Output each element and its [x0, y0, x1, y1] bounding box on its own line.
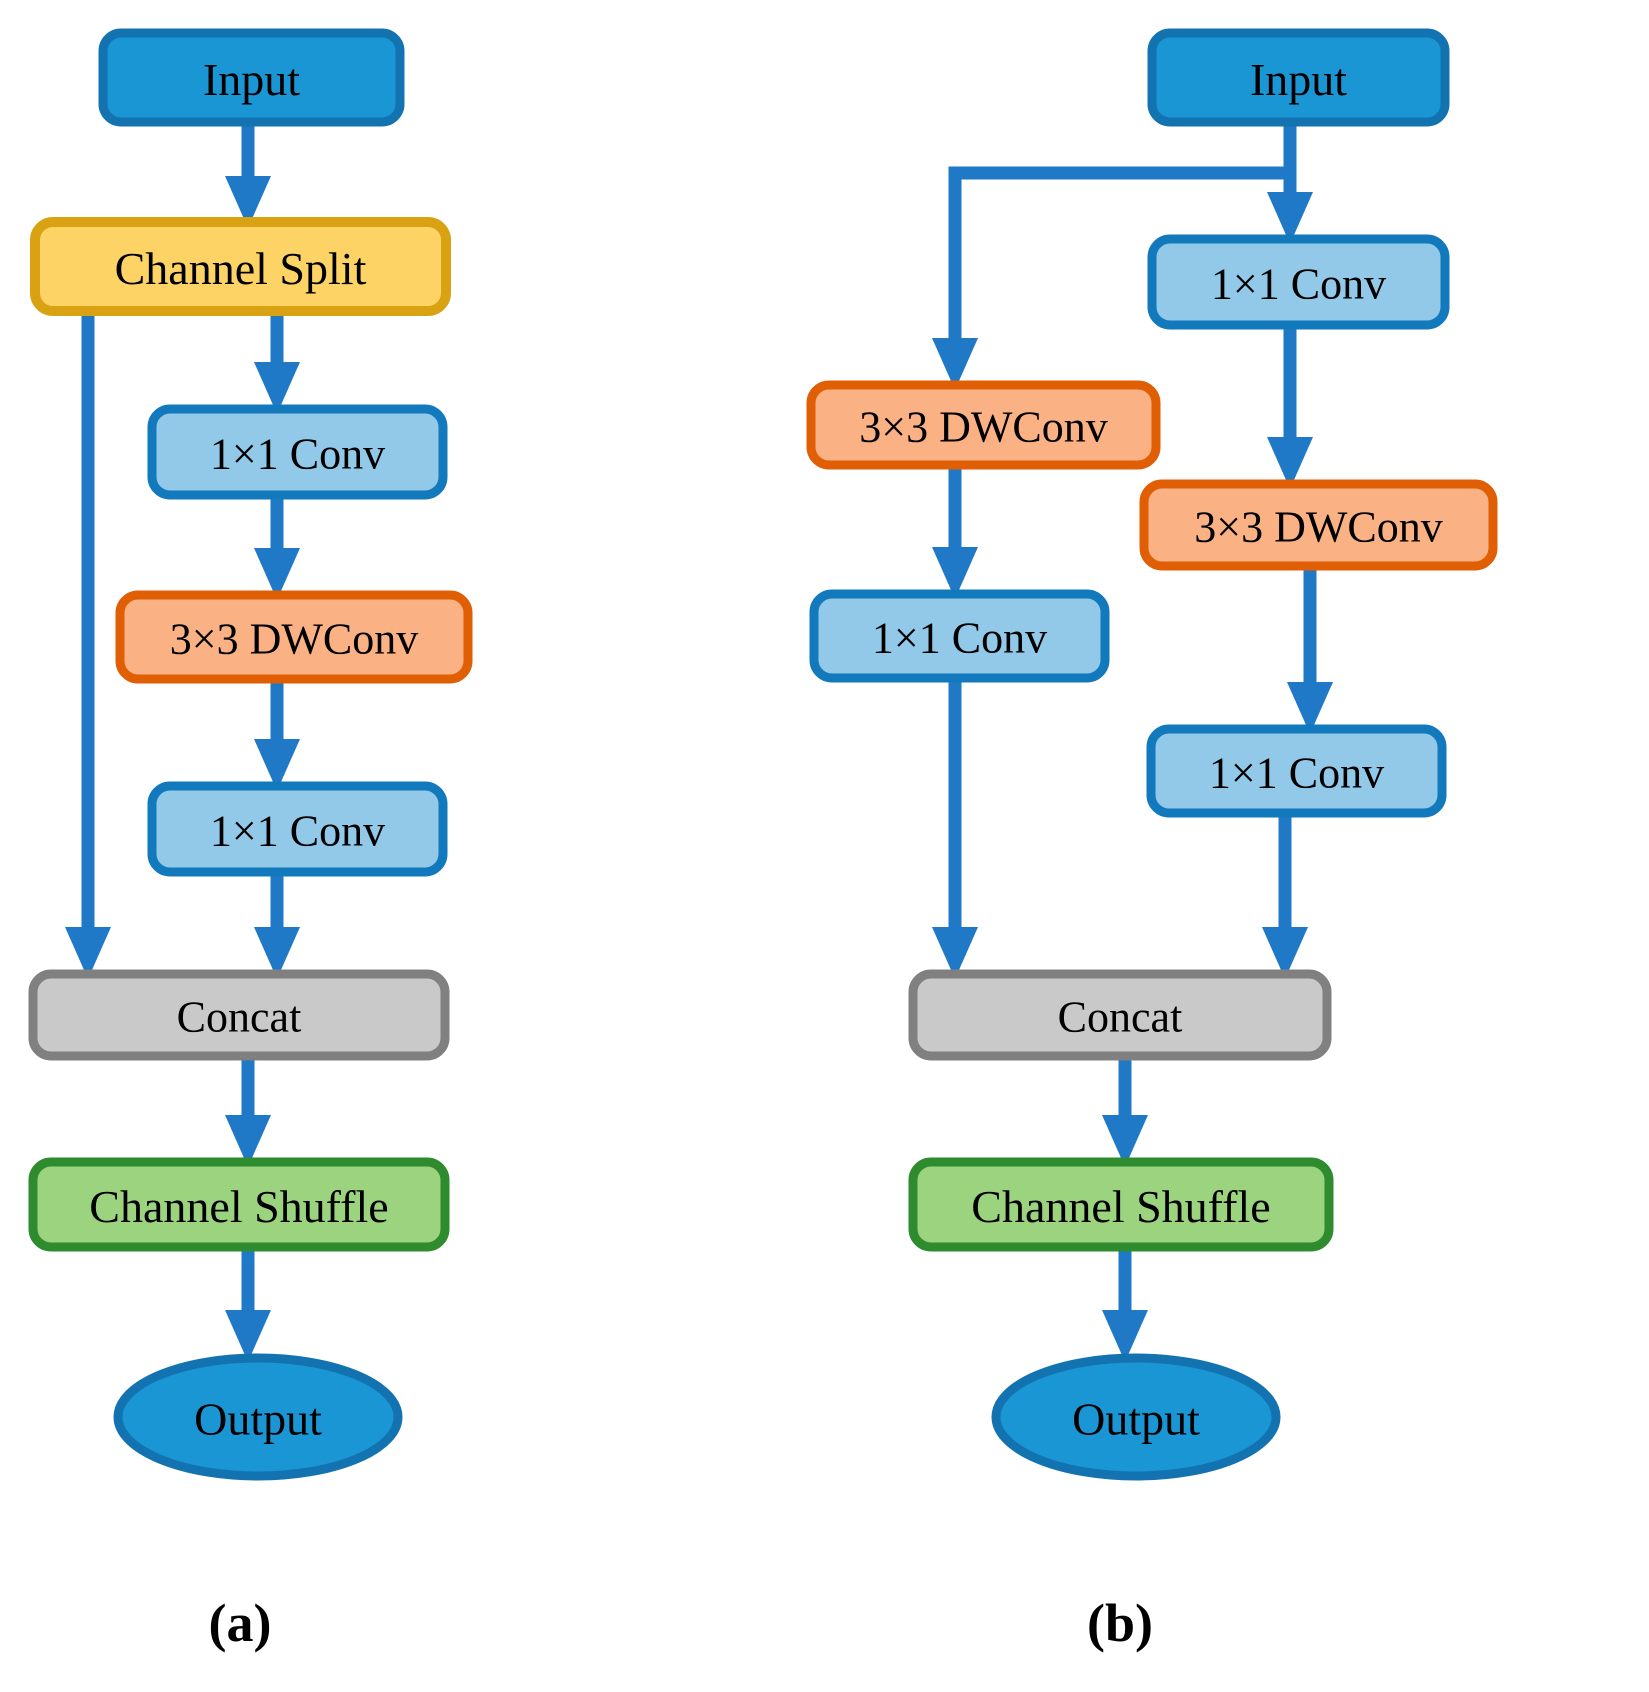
node-label-a-conv1: 1×1 Conv [210, 430, 385, 479]
edge-b-dwconv-r-to-conv-r [1287, 566, 1333, 734]
node-label-b-conv-r: 1×1 Conv [1209, 749, 1384, 798]
node-b-shuffle[interactable]: Channel Shuffle [908, 1157, 1334, 1252]
edge-b-conv0-to-dwconv-r [1267, 325, 1313, 489]
edge-b-conv-l-to-concat [932, 678, 978, 979]
edge-b-dwconv-l-to-conv-l [932, 465, 978, 599]
edge-a-dwconv-to-conv2 [254, 679, 300, 791]
node-label-b-dwconv-l: 3×3 DWConv [859, 403, 1107, 452]
edge-b-input-branch-left [932, 166, 1290, 390]
node-label-a-input: Input [203, 54, 300, 105]
node-label-a-concat: Concat [177, 993, 302, 1042]
node-label-b-conv-l: 1×1 Conv [872, 614, 1047, 663]
node-label-b-dwconv-r: 3×3 DWConv [1194, 503, 1442, 552]
edge-a-split-to-conv1 [254, 311, 300, 414]
node-b-input[interactable]: Input [1147, 28, 1450, 127]
node-b-conv-l[interactable]: 1×1 Conv [809, 589, 1110, 683]
node-label-b-input: Input [1250, 54, 1347, 105]
node-a-concat[interactable]: Concat [28, 969, 450, 1061]
captions-layer: (a) (b) [209, 1593, 1153, 1653]
edge-b-concat-to-shuffle [1102, 1056, 1148, 1167]
edge-a-conv2-to-concat [254, 872, 300, 979]
node-a-conv1[interactable]: 1×1 Conv [147, 404, 448, 500]
edge-a-concat-to-shuffle [225, 1056, 271, 1167]
node-b-dwconv-r[interactable]: 3×3 DWConv [1139, 479, 1498, 571]
node-b-conv0[interactable]: 1×1 Conv [1147, 234, 1450, 330]
panel-caption-b: (b) [1087, 1593, 1153, 1653]
edge-a-conv1-to-dwconv [254, 495, 300, 600]
edges-layer [65, 122, 1333, 1362]
node-label-a-dwconv: 3×3 DWConv [170, 615, 418, 664]
node-b-conv-r[interactable]: 1×1 Conv [1146, 724, 1447, 818]
node-label-a-output: Output [194, 1394, 322, 1445]
node-a-dwconv[interactable]: 3×3 DWConv [115, 590, 473, 684]
edge-b-shuffle-to-output [1102, 1247, 1148, 1362]
node-label-a-split: Channel Split [115, 243, 367, 294]
node-a-shuffle[interactable]: Channel Shuffle [28, 1157, 450, 1252]
node-a-output[interactable]: Output [113, 1353, 403, 1481]
node-a-input[interactable]: Input [98, 28, 405, 127]
node-label-b-concat: Concat [1058, 993, 1183, 1042]
panel-caption-a: (a) [209, 1593, 272, 1653]
edge-a-input-to-split [225, 122, 271, 228]
edge-a-split-skip-to-concat [65, 311, 111, 979]
node-label-b-shuffle: Channel Shuffle [971, 1181, 1270, 1232]
node-b-output[interactable]: Output [991, 1353, 1281, 1481]
node-label-b-conv0: 1×1 Conv [1211, 260, 1386, 309]
edge-a-shuffle-to-output [225, 1247, 271, 1362]
node-a-split[interactable]: Channel Split [30, 217, 451, 316]
node-label-a-conv2: 1×1 Conv [210, 807, 385, 856]
node-label-a-shuffle: Channel Shuffle [89, 1181, 388, 1232]
node-b-dwconv-l[interactable]: 3×3 DWConv [806, 380, 1161, 470]
node-b-concat[interactable]: Concat [908, 969, 1332, 1061]
node-a-conv2[interactable]: 1×1 Conv [147, 781, 448, 877]
node-label-b-output: Output [1072, 1394, 1200, 1445]
edge-b-input-to-conv0 [1267, 122, 1313, 244]
edge-b-conv-r-to-concat [1262, 813, 1308, 979]
